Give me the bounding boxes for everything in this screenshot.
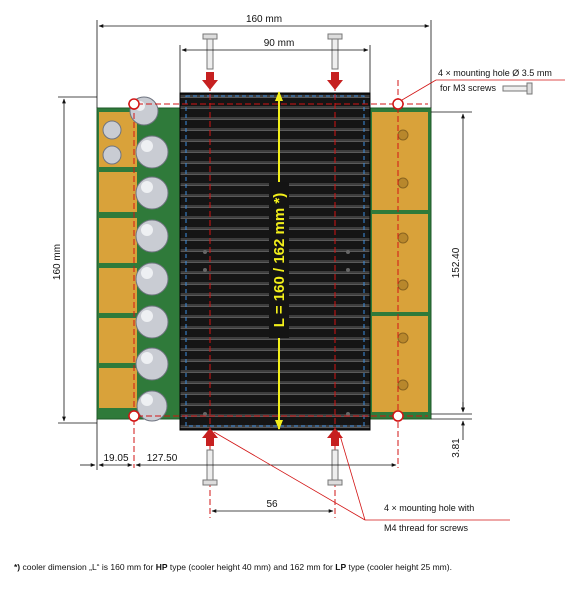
m3-screw-top-right xyxy=(327,33,343,90)
dim-label-height: 160 mm xyxy=(52,244,63,280)
dim-label-holes: 56 xyxy=(266,499,278,510)
m3-screw-top-left xyxy=(202,33,218,90)
dim-label-cooler: 90 mm xyxy=(264,38,295,49)
footnote: *) cooler dimension „L“ is 160 mm for HP… xyxy=(14,562,564,572)
dim-width-160: 160 mm xyxy=(96,14,432,108)
dim-cooler-90: 90 mm xyxy=(179,38,371,93)
cooler-length-indicator: L = 160 / 162 mm *) xyxy=(269,91,289,430)
footnote-hp: HP xyxy=(155,562,168,572)
mounting-holes xyxy=(128,98,404,422)
cooler-length-label: L = 160 / 162 mm *) xyxy=(271,193,288,327)
callout-m4-line2: M4 thread for screws xyxy=(384,523,469,533)
right-terminal-pads xyxy=(372,112,428,412)
callout-m3-holes: 4 × mounting hole Ø 3.5 mm for M3 screws xyxy=(401,68,565,101)
dim-label-bottom-spacing: 127.50 xyxy=(147,453,178,464)
dim-label-width: 160 mm xyxy=(246,14,282,25)
dim-height-160: 160 mm xyxy=(52,96,97,424)
dim-bottom-holes: 56 xyxy=(211,499,334,513)
dim-label-spacing: 152.40 xyxy=(451,247,462,278)
callout-m3-line1: 4 × mounting hole Ø 3.5 mm xyxy=(438,68,552,78)
callout-m4-holes: 4 × mounting hole with M4 thread for scr… xyxy=(213,431,510,533)
footnote-lp: LP xyxy=(335,562,347,572)
m4-screw-bottom-left xyxy=(202,428,218,486)
callout-m4-line1: 4 × mounting hole with xyxy=(384,503,474,513)
dim-label-left-offset: 19.05 xyxy=(103,453,128,464)
dim-hole-spacing: 152.40 xyxy=(431,111,472,415)
footnote-text-2: type (cooler height 40 mm) and 162 mm fo… xyxy=(167,562,336,572)
footnote-marker: *) xyxy=(14,562,21,572)
callout-m3-line2: for M3 screws xyxy=(440,83,497,93)
m3-screw-icon xyxy=(502,82,533,95)
dim-bottom-offset: 3.81 xyxy=(431,402,472,458)
footnote-text-3: type (cooler height 25 mm). xyxy=(346,562,452,572)
dim-bottom-horizontal: 19.05 127.50 xyxy=(80,419,397,470)
footnote-text-1: cooler dimension „L“ is 160 mm for xyxy=(20,562,156,572)
dim-label-offset: 3.81 xyxy=(451,438,462,458)
